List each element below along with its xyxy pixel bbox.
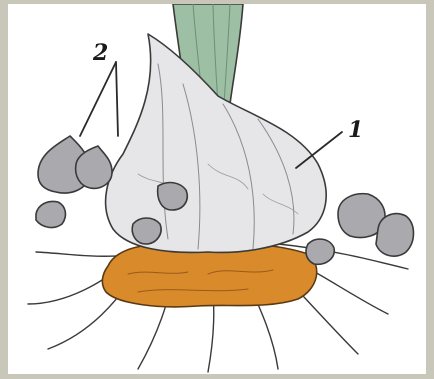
label-bulblets: 2 — [93, 42, 108, 64]
bulb-illustration — [8, 4, 426, 374]
illustration-panel: 2 1 — [8, 4, 426, 374]
label-mother-bulb: 1 — [348, 119, 363, 141]
